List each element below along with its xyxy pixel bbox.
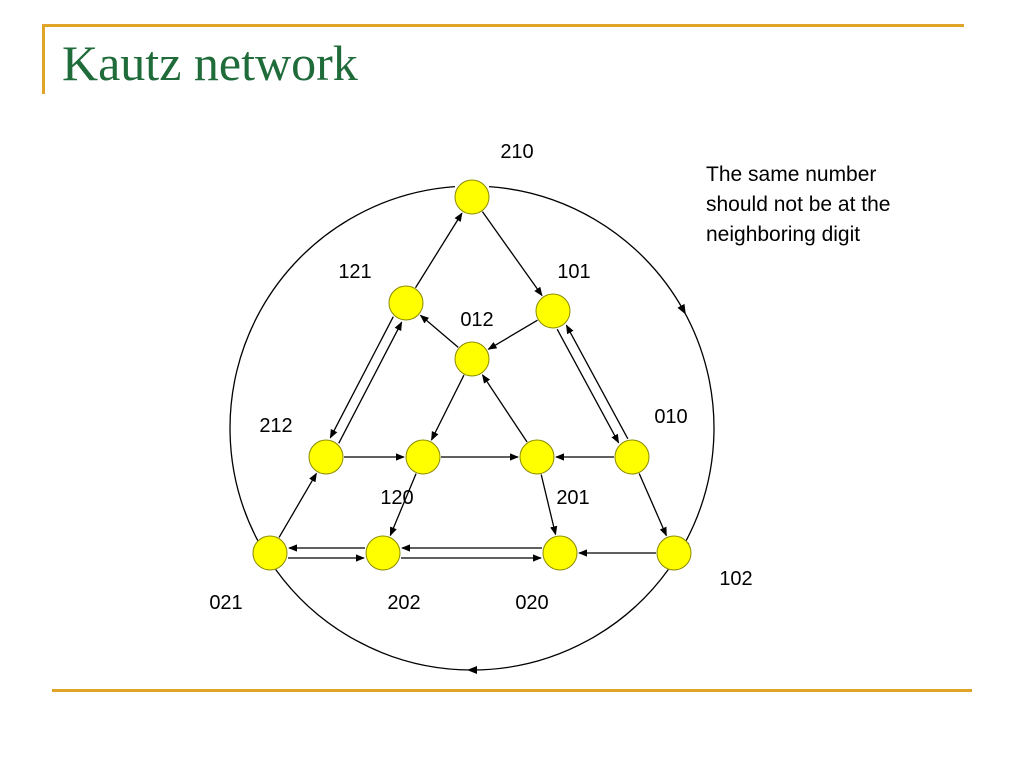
edge-101-012 — [487, 319, 538, 350]
note-line: should not be at the — [706, 193, 891, 216]
node-labels: 210 121 101 012 212 120 201 010 021 202 020 102 — [209, 141, 752, 614]
footer-rule — [52, 689, 972, 692]
node-121 — [388, 285, 424, 321]
edges — [278, 211, 667, 562]
title-accent-bar — [42, 24, 45, 94]
node-120 — [405, 439, 441, 475]
note-line: The same number — [706, 163, 877, 186]
edge-010-102 — [638, 473, 667, 537]
node-label-021: 021 — [209, 592, 242, 614]
title-accent-rule — [42, 24, 964, 27]
edge-012-120 — [430, 374, 465, 441]
node-label-210: 210 — [500, 141, 533, 163]
node-212 — [308, 439, 344, 475]
note-text: The same number should not be at the nei… — [706, 160, 956, 250]
edge-201-020 — [540, 474, 558, 536]
edge-201-012 — [481, 374, 528, 443]
edge-120-202 — [389, 473, 417, 537]
edge-212-121 — [338, 321, 403, 444]
ring-arc-210-102 — [488, 185, 715, 541]
node-label-212: 212 — [259, 415, 292, 437]
edge-210-101 — [481, 211, 543, 297]
node-020 — [542, 535, 578, 571]
note-line: neighboring digit — [706, 223, 861, 246]
outer-ring — [229, 185, 715, 674]
node-012 — [454, 341, 490, 377]
edge-012-121 — [419, 314, 459, 348]
node-202 — [365, 535, 401, 571]
node-021 — [252, 535, 288, 571]
edge-010-101 — [565, 324, 629, 440]
node-201 — [519, 439, 555, 475]
node-label-010: 010 — [654, 406, 687, 428]
node-label-012: 012 — [460, 309, 493, 331]
edge-101-010 — [556, 328, 620, 444]
node-010 — [614, 439, 650, 475]
node-102 — [656, 535, 692, 571]
ring-arrow-210-102 — [677, 303, 686, 315]
ring-arrow-102-021 — [467, 666, 477, 674]
node-label-120: 120 — [380, 487, 413, 509]
ring-arc-102-021 — [275, 569, 669, 671]
node-101 — [535, 293, 571, 329]
node-label-102: 102 — [719, 568, 752, 590]
slide-title: Kautz network — [62, 35, 358, 91]
ring-arc-021-210 — [229, 185, 456, 541]
edge-121-212 — [329, 316, 394, 439]
edge-121-210 — [414, 212, 463, 289]
node-210 — [454, 179, 490, 215]
edge-021-212 — [278, 472, 317, 538]
node-label-020: 020 — [515, 592, 548, 614]
node-label-201: 201 — [556, 487, 589, 509]
node-label-101: 101 — [557, 261, 590, 283]
nodes — [252, 179, 692, 571]
node-label-121: 121 — [338, 261, 371, 283]
node-label-202: 202 — [387, 592, 420, 614]
